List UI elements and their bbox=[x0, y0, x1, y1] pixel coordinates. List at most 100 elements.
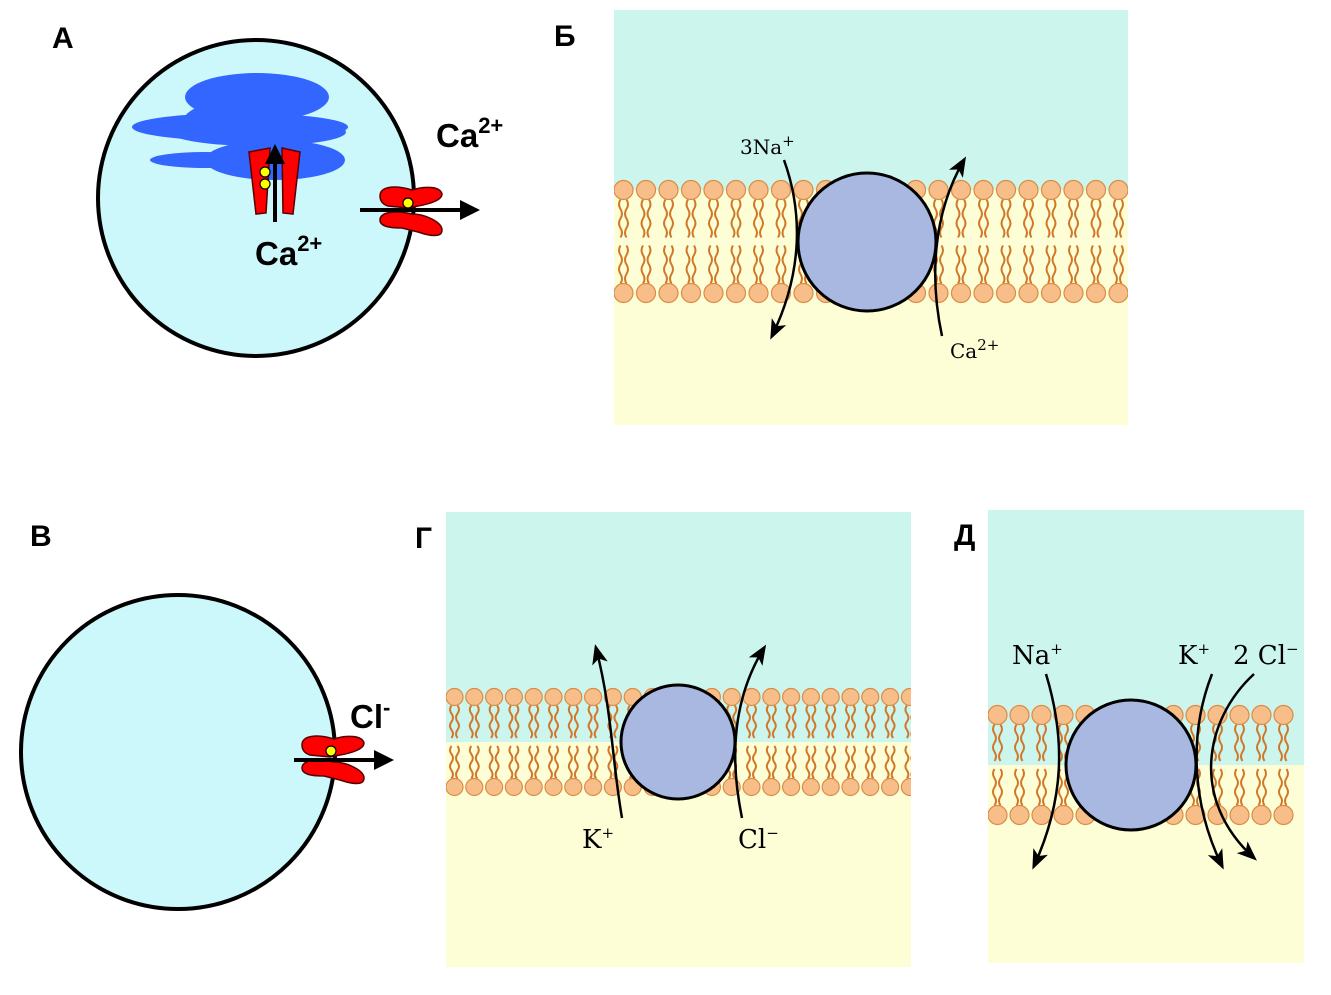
lipid-tail bbox=[1000, 244, 1006, 285]
ion-label-d-left: Na+ bbox=[1012, 640, 1063, 671]
lipid-head bbox=[635, 179, 657, 201]
lipid-head bbox=[1053, 704, 1074, 726]
lipid-head bbox=[446, 777, 464, 797]
lipid-head bbox=[988, 704, 1008, 726]
lipid-tail bbox=[587, 704, 593, 739]
lipid-tail bbox=[978, 244, 983, 285]
lipid-head bbox=[725, 282, 747, 304]
lipid-tail bbox=[791, 745, 797, 780]
membrane-chloride-channel-icon bbox=[294, 735, 394, 785]
lipid-tail bbox=[554, 745, 559, 780]
lipid-head bbox=[564, 687, 583, 707]
lipid-tail bbox=[978, 198, 983, 239]
lipid-head bbox=[544, 687, 563, 707]
ion-label-b-right: Ca2+ bbox=[950, 336, 999, 363]
lipid-head bbox=[524, 777, 543, 797]
lipid-tail bbox=[455, 704, 460, 739]
lipid-tail bbox=[785, 745, 791, 780]
lipid-tail bbox=[640, 244, 646, 285]
lipid-head bbox=[1108, 282, 1128, 304]
panel-v: В Cl- bbox=[19, 520, 394, 911]
calcium-arrow bbox=[933, 156, 967, 337]
lipid-tail bbox=[714, 198, 719, 239]
lipid-tail bbox=[870, 704, 876, 739]
lipid-tail bbox=[765, 745, 771, 780]
lipid-head bbox=[781, 777, 801, 797]
lipid-tail bbox=[759, 198, 764, 239]
lipid-tail bbox=[548, 704, 553, 739]
lipid-tail bbox=[1036, 723, 1041, 762]
lipid-tail bbox=[825, 745, 831, 780]
lipid-tail bbox=[1042, 723, 1047, 762]
lipid-tail bbox=[765, 704, 771, 739]
lipid-tail bbox=[1240, 723, 1245, 762]
lipid-tail bbox=[1045, 244, 1051, 285]
lipid-tail bbox=[1042, 768, 1047, 807]
lipid-tail bbox=[1029, 244, 1034, 285]
lipid-head bbox=[1031, 804, 1052, 826]
lipid-tail bbox=[691, 244, 697, 285]
lipid-tail bbox=[1256, 768, 1261, 807]
potassium-arrow bbox=[1195, 673, 1224, 870]
lipid-tail bbox=[1113, 244, 1118, 285]
lipid-tail bbox=[1045, 198, 1051, 239]
lipid-head bbox=[928, 282, 949, 304]
panel-a-letter: А bbox=[52, 22, 74, 55]
lipid-head bbox=[603, 687, 623, 707]
lipid-head bbox=[703, 179, 724, 201]
lipid-head bbox=[465, 687, 484, 707]
lipid-tail bbox=[1090, 244, 1096, 285]
lipid-tail bbox=[890, 745, 896, 780]
lipid-tail bbox=[1068, 198, 1073, 239]
lipid-head bbox=[973, 179, 994, 201]
panel-g bbox=[446, 512, 911, 967]
lipid-tail bbox=[1284, 723, 1289, 762]
lipid-head bbox=[880, 687, 900, 707]
lipid-tail bbox=[890, 704, 896, 739]
lipid-tail bbox=[1278, 723, 1283, 762]
lipid-tail bbox=[1023, 198, 1028, 239]
lipid-head bbox=[1085, 179, 1107, 201]
lipid-head bbox=[1251, 804, 1272, 826]
lipid-head bbox=[821, 687, 840, 707]
lipid-tail bbox=[488, 745, 494, 780]
lipid-tail bbox=[618, 198, 623, 239]
lipid-head bbox=[485, 687, 504, 707]
lipid-tail bbox=[468, 704, 474, 739]
lipid-tail bbox=[494, 704, 500, 739]
lipid-tail bbox=[514, 704, 520, 739]
lipid-tail bbox=[593, 704, 599, 739]
lipid-tail bbox=[831, 704, 837, 739]
ion-label-d-right: 2 Cl− bbox=[1233, 640, 1299, 671]
lipid-tail bbox=[474, 704, 480, 739]
lipid-tail bbox=[961, 244, 967, 285]
lipid-tail bbox=[805, 745, 811, 780]
lipid-tail bbox=[528, 704, 534, 739]
sodium-calcium-exchanger-icon bbox=[796, 171, 938, 313]
lipid-head bbox=[725, 179, 747, 201]
lipid-tail bbox=[1020, 723, 1025, 762]
lipid-tail bbox=[1234, 723, 1239, 762]
lipid-tail bbox=[775, 198, 781, 239]
lipid-head bbox=[762, 687, 781, 707]
lipid-head bbox=[465, 777, 484, 797]
lipid-tail bbox=[955, 244, 961, 285]
lipid-tail bbox=[884, 745, 890, 780]
lipid-tail bbox=[1218, 768, 1223, 807]
lipid-head bbox=[995, 179, 1017, 201]
lipid-tail bbox=[691, 198, 697, 239]
lipid-tail bbox=[1234, 768, 1239, 807]
lipid-tail bbox=[955, 198, 961, 239]
lipid-tail bbox=[1006, 198, 1012, 239]
lipid-tail bbox=[548, 745, 553, 780]
lipid-tail bbox=[567, 704, 573, 739]
lipid-tail bbox=[607, 745, 613, 780]
panel-d bbox=[988, 510, 1304, 963]
lipid-tail bbox=[685, 244, 691, 285]
lipid-tail bbox=[624, 244, 629, 285]
lipid-head bbox=[861, 777, 880, 797]
lipid-tail bbox=[811, 745, 817, 780]
lipid-head bbox=[821, 777, 840, 797]
lipid-head bbox=[900, 687, 911, 707]
lipid-tail bbox=[864, 704, 870, 739]
